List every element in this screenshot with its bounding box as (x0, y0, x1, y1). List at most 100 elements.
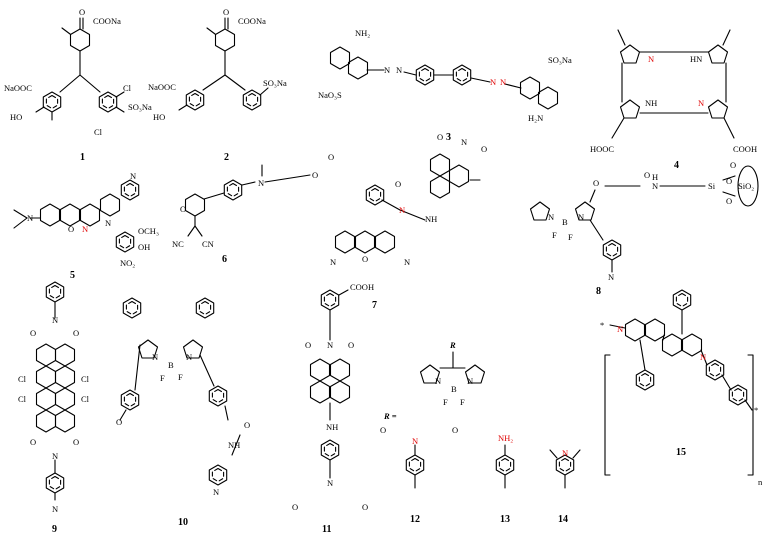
compound-3: NH₂ SO₃Na N N N N NaO₃S H₂N 3 (318, 28, 572, 143)
atom-cl: Cl (123, 83, 132, 93)
atom-n: N (52, 315, 58, 325)
atom-f: F (460, 397, 465, 407)
azo-n-highlight: N (500, 77, 506, 87)
group-och3: OCH₃ (138, 226, 159, 236)
compound-number: 13 (500, 514, 510, 525)
group-so3na: SO₃Na (128, 102, 152, 112)
compound-number: 12 (410, 514, 420, 525)
group-ho: HO (153, 112, 165, 122)
atom-n: N (213, 487, 219, 497)
compound-9: O N O Cl Cl Cl Cl O N O N 9 (18, 281, 90, 535)
compound-5: N N N O N OCH₃ OH NO₂ 5 (13, 171, 159, 281)
group-nh: NH (645, 98, 657, 108)
group-hn: HN (690, 54, 702, 64)
compound-12: R N N B F F R = O N O 12 (380, 340, 486, 525)
polymer-end-star: * (754, 405, 758, 415)
group-coona: COONa (93, 16, 121, 26)
atom-n-highlight: N (700, 352, 706, 362)
compound-number: 5 (70, 270, 75, 281)
compound-2: O COONa SO₃Na NaOOC HO 2 (148, 7, 287, 163)
group-nh2: NH₂ (355, 28, 370, 38)
azo-n: N (396, 65, 402, 75)
atom-o: O (244, 420, 250, 430)
atom-o: O (328, 152, 334, 162)
atom-f: F (443, 397, 448, 407)
atom-o: O (180, 204, 186, 214)
atom-o: O (305, 340, 311, 350)
atom-n-highlight: N (412, 436, 418, 446)
compound-8: O O N H O Si O O SiO₂ N N B F F N 8 (529, 160, 759, 297)
atom-o: O (644, 170, 650, 180)
atom-o: O (437, 132, 443, 142)
group-nh: NH (326, 422, 338, 432)
group-no2: NO₂ (120, 258, 135, 268)
atom-n-highlight: N (399, 205, 405, 215)
atom-o: O (362, 254, 368, 264)
group-cooh: COOH (733, 144, 757, 154)
atom-n: N (404, 257, 410, 267)
group-cn: CN (202, 239, 214, 249)
compound-number: 15 (676, 447, 686, 458)
compound-number: 11 (322, 524, 331, 535)
atom-f: F (552, 230, 557, 240)
compound-13: NH₂ 13 (495, 433, 515, 525)
compound-number: 4 (674, 160, 679, 171)
compound-number: 6 (222, 254, 227, 265)
compound-number: 3 (446, 132, 451, 143)
atom-o: O (452, 425, 458, 435)
atom-f: F (178, 372, 183, 382)
atom-o: O (73, 437, 79, 447)
atom-cl: Cl (18, 374, 27, 384)
atom-o: O (730, 160, 736, 170)
atom-f: F (160, 373, 165, 383)
atom-b: B (168, 360, 174, 370)
atom-n: N (130, 171, 136, 181)
compound-11: COOH O N O NH N O O 11 (292, 282, 374, 535)
atom-b: B (451, 384, 457, 394)
compound-15: * N N * n 15 (600, 289, 763, 487)
atom-o: O (481, 144, 487, 154)
atom-cl: Cl (81, 374, 90, 384)
atom-cl: Cl (18, 394, 27, 404)
atom-o: O (726, 196, 732, 206)
compound-number: 14 (558, 514, 568, 525)
compound-1: O COONa NaOOC Cl SO₃Na HO Cl 1 (4, 7, 152, 163)
group-nao3s: NaO₃S (318, 90, 342, 100)
group-nh: NH (228, 440, 240, 450)
group-so3na: SO₃Na (548, 55, 572, 65)
atom-n: N (461, 137, 467, 147)
atom-h: H (652, 172, 658, 182)
atom-n-highlight: N (258, 178, 264, 188)
atom-n: N (548, 212, 554, 222)
compound-number: 10 (178, 517, 188, 528)
atom-o: O (30, 437, 36, 447)
atom-n: N (435, 376, 441, 386)
compound-6: N O O O NC CN 6 (172, 152, 334, 265)
repeat-index-n: n (758, 477, 763, 487)
r-group-label: R (449, 340, 456, 350)
atom-n: N (608, 272, 614, 282)
group-ho: HO (10, 112, 22, 122)
atom-n-highlight: N (617, 324, 623, 334)
atom-n: N (27, 213, 33, 223)
atom-n: N (52, 504, 58, 514)
r-equals-label: R = (383, 411, 397, 421)
atom-n: N (152, 352, 158, 362)
atom-o: O (593, 178, 599, 188)
atom-o: O (30, 328, 36, 338)
atom-cl: Cl (94, 127, 103, 137)
silica-support: SiO₂ (738, 181, 754, 191)
group-nh: NH (425, 214, 437, 224)
atom-n: N (327, 478, 333, 488)
atom-o: O (726, 176, 732, 186)
atom-f: F (568, 232, 573, 242)
atom-n: N (105, 218, 111, 228)
atom-n-highlight: N (698, 98, 704, 108)
atom-o: O (116, 417, 122, 427)
atom-n: N (467, 376, 473, 386)
atom-cl: Cl (81, 394, 90, 404)
atom-n-highlight: N (562, 448, 568, 458)
atom-o: O (312, 170, 318, 180)
atom-b: B (562, 217, 568, 227)
